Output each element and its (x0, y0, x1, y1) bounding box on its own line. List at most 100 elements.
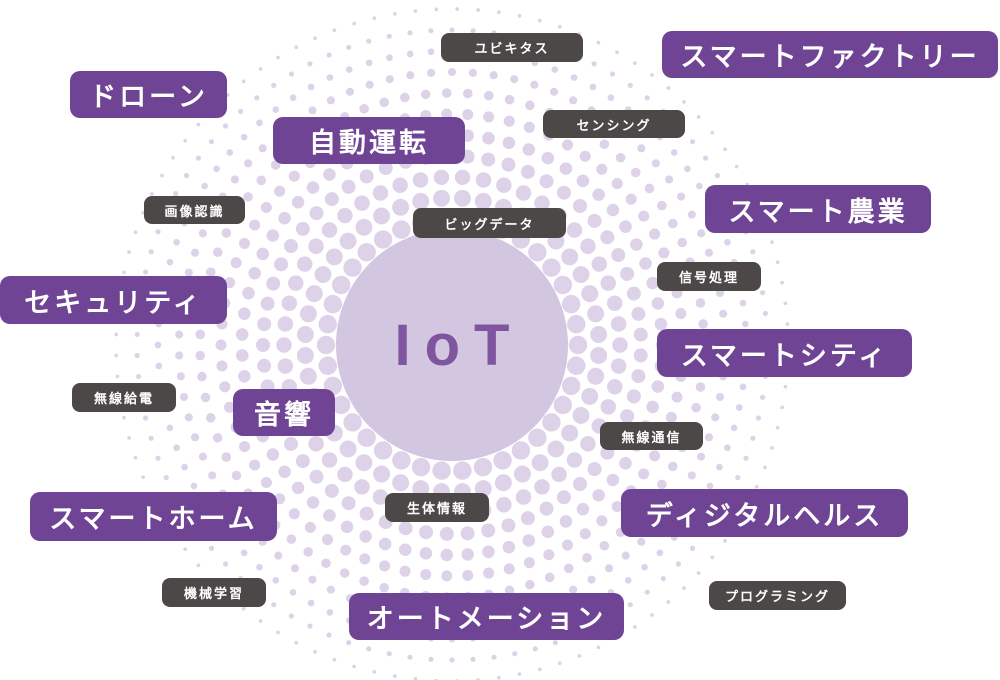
halftone-dot (224, 401, 236, 413)
halftone-dot (386, 54, 393, 62)
halftone-dot (668, 218, 678, 229)
halftone-dot (491, 654, 497, 660)
halftone-dot (141, 475, 145, 480)
halftone-dot (702, 155, 709, 161)
halftone-dot (666, 86, 671, 90)
halftone-dot (783, 301, 788, 306)
halftone-dot (474, 192, 492, 210)
halftone-dot (517, 13, 522, 18)
halftone-dot (241, 606, 246, 611)
halftone-dot (735, 404, 743, 411)
halftone-dot (522, 143, 535, 156)
halftone-dot (200, 392, 211, 403)
halftone-dot (587, 575, 596, 584)
halftone-dot (462, 569, 474, 581)
topic-biometric-info: 生体情報 (385, 493, 489, 522)
halftone-dot (324, 192, 339, 207)
halftone-dot (407, 654, 413, 660)
halftone-dot (534, 479, 550, 495)
halftone-dot (631, 369, 646, 384)
halftone-dot (289, 588, 297, 596)
halftone-dot (462, 109, 474, 121)
halftone-dot (239, 441, 251, 453)
halftone-dot (379, 582, 390, 593)
halftone-dot (427, 48, 435, 56)
halftone-dot (626, 286, 641, 301)
halftone-dot (461, 548, 474, 561)
halftone-dot (532, 646, 538, 652)
halftone-dot (630, 167, 641, 178)
halftone-dot (355, 454, 373, 472)
halftone-dot (294, 45, 299, 50)
halftone-dot (195, 329, 206, 340)
halftone-dot (288, 508, 300, 520)
halftone-dot (780, 280, 785, 285)
halftone-dot (238, 108, 244, 114)
halftone-dot (497, 675, 501, 680)
topic-smart-factory: スマートファクトリー (662, 31, 998, 78)
halftone-dot (249, 459, 261, 471)
halftone-dot (260, 296, 275, 311)
halftone-dot (216, 360, 228, 372)
halftone-dot (345, 87, 355, 96)
halftone-dot (326, 96, 335, 105)
halftone-dot (323, 509, 336, 522)
halftone-dot (604, 564, 614, 573)
halftone-dot (637, 144, 646, 153)
halftone-dot (238, 370, 251, 383)
halftone-dot (589, 83, 597, 91)
halftone-dot (222, 561, 229, 567)
halftone-dot (754, 484, 759, 489)
halftone-dot (567, 315, 586, 334)
halftone-dot (277, 358, 294, 374)
halftone-dot (297, 256, 313, 272)
halftone-dot (258, 144, 267, 153)
halftone-dot (122, 270, 126, 275)
halftone-dot (307, 623, 313, 629)
halftone-dot (504, 94, 515, 105)
halftone-dot (611, 500, 623, 513)
halftone-dot (591, 256, 607, 272)
halftone-dot (288, 275, 304, 291)
halftone-dot (572, 266, 590, 284)
halftone-dot (783, 384, 788, 389)
halftone-dot (441, 108, 453, 120)
halftone-dot (198, 229, 207, 238)
halftone-dot (166, 424, 174, 432)
halftone-dot (547, 440, 565, 458)
halftone-dot (481, 152, 496, 167)
halftone-dot (569, 96, 578, 105)
halftone-dot (483, 567, 495, 579)
halftone-dot (260, 201, 272, 214)
halftone-dot (411, 457, 431, 477)
halftone-dot (308, 106, 317, 115)
halftone-dot (196, 122, 201, 127)
halftone-dot (230, 175, 239, 184)
halftone-dot (517, 672, 522, 677)
halftone-dot (561, 294, 581, 314)
halftone-dot (651, 380, 665, 393)
halftone-dot (775, 260, 780, 265)
topic-smart-agriculture: スマート農業 (705, 185, 931, 233)
halftone-dot (570, 74, 578, 81)
halftone-dot (419, 525, 434, 540)
halftone-dot (631, 306, 646, 321)
halftone-dot (296, 347, 314, 364)
halftone-dot (433, 189, 450, 207)
halftone-dot (160, 173, 164, 178)
halftone-dot (163, 474, 169, 481)
halftone-dot (179, 392, 189, 402)
halftone-dot (455, 7, 460, 11)
halftone-dot (620, 409, 635, 424)
halftone-dot (741, 320, 749, 328)
halftone-dot (557, 661, 562, 666)
halftone-dot (258, 619, 263, 623)
halftone-dot (441, 570, 453, 582)
halftone-dot (256, 247, 270, 261)
halftone-dot (392, 198, 410, 216)
halftone-dot (256, 119, 263, 127)
halftone-dot (412, 480, 430, 498)
halftone-dot (331, 395, 351, 415)
halftone-dot (339, 440, 357, 458)
halftone-dot (283, 239, 298, 254)
